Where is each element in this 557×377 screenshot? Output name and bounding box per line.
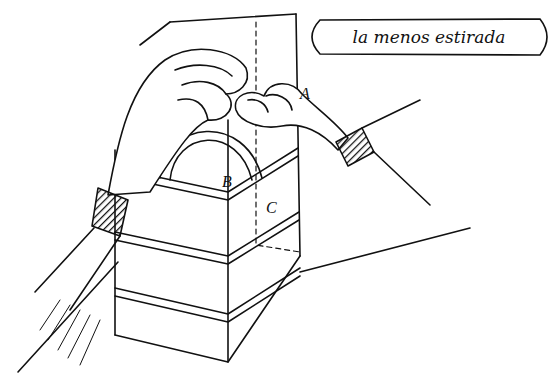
arm-line bbox=[362, 100, 430, 205]
rubber-band bbox=[115, 268, 300, 322]
cuff bbox=[92, 188, 128, 236]
bubble-outline-path bbox=[312, 19, 547, 55]
right-hand bbox=[235, 84, 348, 150]
table-edge bbox=[18, 262, 118, 372]
speech-bubble: la menos estirada bbox=[306, 18, 552, 56]
left-hand bbox=[108, 49, 247, 195]
rubber-band bbox=[115, 212, 299, 264]
finger-line bbox=[248, 95, 292, 112]
cuff bbox=[336, 128, 374, 166]
table-edge bbox=[300, 228, 470, 272]
finger-line bbox=[175, 65, 232, 120]
band-letter: C bbox=[266, 200, 277, 216]
box-edge bbox=[115, 256, 300, 362]
box-edge bbox=[140, 22, 170, 45]
box-edge bbox=[170, 14, 296, 22]
hidden-edge bbox=[256, 22, 300, 252]
arm-line bbox=[35, 228, 120, 310]
box-edge bbox=[227, 120, 229, 362]
band-letter: B bbox=[222, 174, 232, 190]
bubble-text: la menos estirada bbox=[353, 27, 506, 47]
band-letter: A bbox=[300, 86, 310, 102]
